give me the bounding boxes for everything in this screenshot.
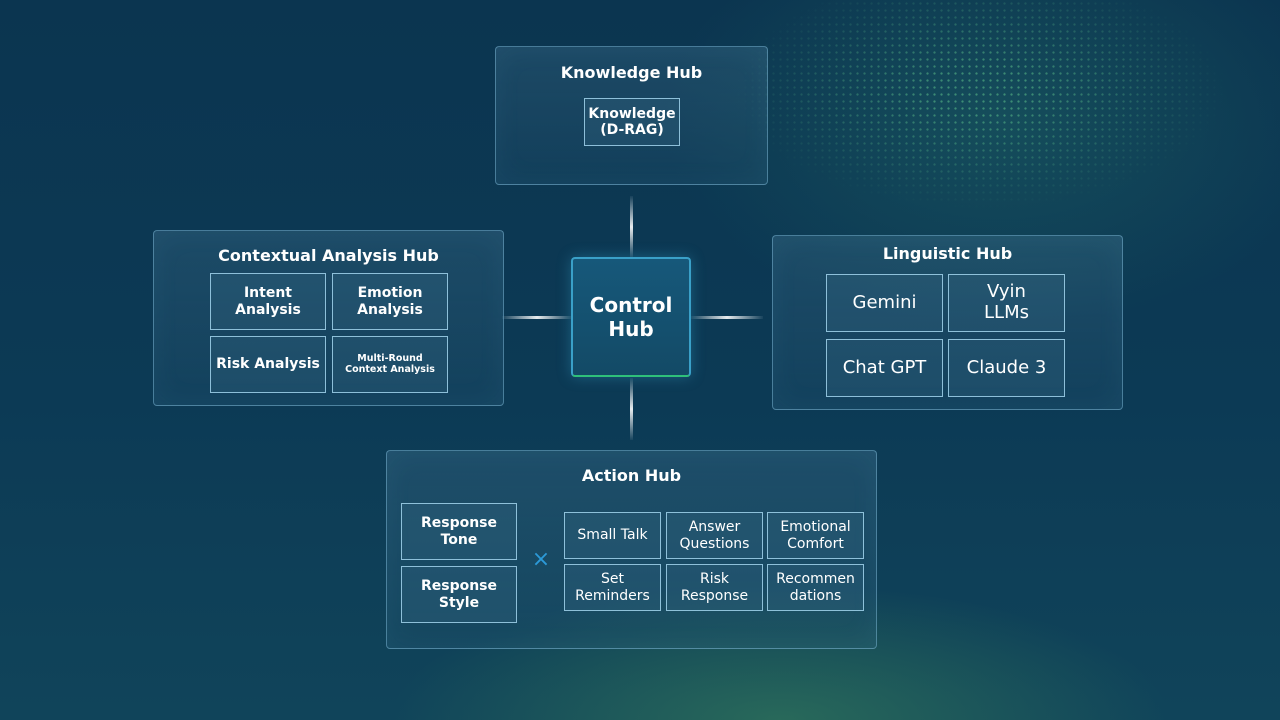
multi-round-context-analysis-box: Multi-Round Context Analysis — [332, 336, 448, 393]
risk-analysis-box: Risk Analysis — [210, 336, 326, 393]
action-hub-title: Action Hub — [581, 466, 682, 485]
knowledge-hub-panel: Knowledge Hub Knowledge (D-RAG) — [495, 46, 768, 185]
answer-questions-box: Answer Questions — [666, 512, 763, 559]
recommendations-box: Recommen dations — [767, 564, 864, 611]
linguistic-hub-panel: Linguistic Hub Gemini Vyin LLMs Chat GPT… — [772, 235, 1123, 410]
connector-control-action — [630, 378, 633, 440]
action-hub-panel: Action Hub Response Tone Response Style … — [386, 450, 877, 649]
response-tone-box: Response Tone — [401, 503, 517, 560]
intent-analysis-box: Intent Analysis — [210, 273, 326, 330]
contextual-analysis-hub-title: Contextual Analysis Hub — [218, 246, 439, 265]
contextual-analysis-hub-panel: Contextual Analysis Hub Intent Analysis … — [153, 230, 504, 406]
risk-response-box: Risk Response — [666, 564, 763, 611]
emotion-analysis-box: Emotion Analysis — [332, 273, 448, 330]
connector-control-linguistic — [691, 316, 763, 319]
emotional-comfort-box: Emotional Comfort — [767, 512, 864, 559]
knowledge-d-rag-box: Knowledge (D-RAG) — [584, 98, 680, 146]
knowledge-hub-title: Knowledge Hub — [560, 63, 703, 82]
set-reminders-box: Set Reminders — [564, 564, 661, 611]
response-style-box: Response Style — [401, 566, 517, 623]
gemini-box: Gemini — [826, 274, 943, 332]
control-hub: Control Hub — [571, 257, 691, 377]
multiply-icon: × — [531, 547, 551, 572]
claude-3-box: Claude 3 — [948, 339, 1065, 397]
linguistic-hub-title: Linguistic Hub — [882, 244, 1013, 263]
connector-contextual-control — [502, 316, 572, 319]
chat-gpt-box: Chat GPT — [826, 339, 943, 397]
vyin-llms-box: Vyin LLMs — [948, 274, 1065, 332]
small-talk-box: Small Talk — [564, 512, 661, 559]
connector-knowledge-control — [630, 196, 633, 258]
